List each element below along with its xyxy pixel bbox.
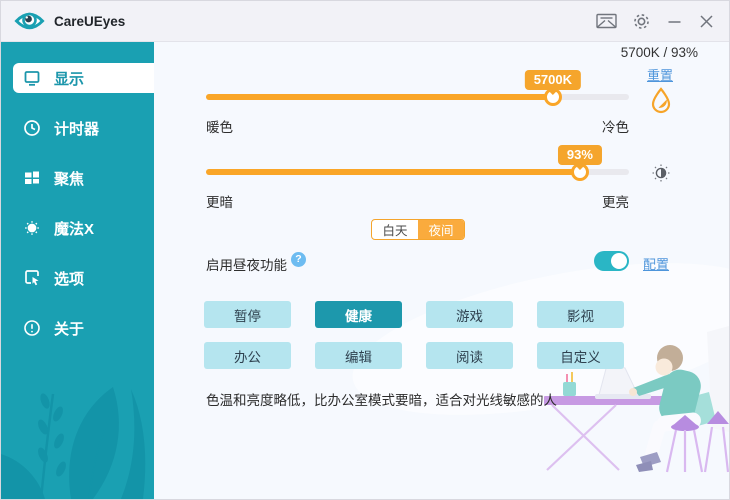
- darker-label: 更暗: [206, 195, 233, 210]
- sidebar-item-label: 计时器: [54, 120, 100, 138]
- desk-illustration: [544, 326, 729, 473]
- preset-edit[interactable]: 编辑: [315, 342, 402, 369]
- minimize-icon[interactable]: [666, 13, 683, 30]
- toggle-knob: [611, 253, 627, 269]
- preset-game[interactable]: 游戏: [426, 301, 513, 328]
- display-icon: [24, 71, 40, 86]
- titlebar-buttons: [596, 12, 729, 31]
- settings-gear-icon[interactable]: [632, 12, 651, 31]
- help-icon[interactable]: ?: [291, 252, 306, 267]
- sidebar-item-magic[interactable]: 魔法X: [13, 213, 154, 243]
- sidebar-item-label: 选项: [54, 270, 85, 288]
- preset-reading[interactable]: 阅读: [426, 342, 513, 369]
- timer-icon: [24, 120, 40, 136]
- temperature-labels: 暖色 冷色: [206, 116, 629, 136]
- sidebar-nav: 显示 计时器 聚焦: [1, 42, 154, 343]
- brighter-label: 更亮: [602, 195, 629, 210]
- options-cursor-icon: [25, 270, 39, 286]
- sidebar-item-label: 聚焦: [54, 170, 85, 188]
- preset-custom[interactable]: 自定义: [537, 342, 624, 369]
- about-icon: [24, 320, 40, 336]
- brightness-labels: 更暗 更亮: [206, 191, 629, 211]
- app-logo-eye-icon: [14, 9, 45, 33]
- focus-icon: [25, 171, 39, 184]
- sidebar-plant-decoration: [1, 387, 146, 499]
- night-tab[interactable]: 夜间: [418, 220, 464, 239]
- color-droplet-icon[interactable]: [648, 86, 674, 114]
- magic-sun-icon: [25, 221, 39, 235]
- temperature-value-badge: 5700K: [524, 70, 582, 95]
- preset-office[interactable]: 办公: [204, 342, 291, 369]
- brightness-slider[interactable]: 93%: [206, 145, 629, 181]
- sidebar-item-timer[interactable]: 计时器: [13, 113, 154, 143]
- config-link[interactable]: 配置: [643, 257, 670, 272]
- warm-label: 暖色: [206, 120, 233, 135]
- sidebar-item-options[interactable]: 选项: [13, 263, 154, 293]
- current-value-readout: 5700K / 93%: [620, 45, 698, 60]
- preset-pause[interactable]: 暂停: [204, 301, 291, 328]
- day-tab[interactable]: 白天: [382, 224, 408, 238]
- app-title: CareUEyes: [54, 13, 126, 29]
- close-icon[interactable]: [698, 13, 715, 30]
- brightness-value-badge: 93%: [557, 145, 602, 170]
- preset-health[interactable]: 健康: [315, 301, 402, 328]
- cold-label: 冷色: [602, 120, 629, 135]
- schedule-toggle[interactable]: [594, 251, 629, 271]
- brightness-slider-fill: [206, 169, 580, 175]
- preset-description: 色温和亮度略低，比办公室模式要暗，适合对光线敏感的人: [206, 393, 557, 408]
- reset-link[interactable]: 重置: [646, 68, 673, 83]
- sidebar-item-label: 魔法X: [54, 220, 95, 238]
- preset-grid: 暂停 健康 游戏 影视 办公 编辑 阅读 自定义: [204, 301, 624, 369]
- preset-movie[interactable]: 影视: [537, 301, 624, 328]
- sidebar-item-label: 显示: [54, 70, 85, 88]
- titlebar: CareUEyes: [1, 1, 729, 42]
- sidebar-item-display[interactable]: 显示: [13, 63, 154, 93]
- sidebar-item-label: 关于: [54, 320, 85, 338]
- mail-icon[interactable]: [596, 13, 617, 29]
- brightness-sun-icon: [652, 164, 670, 182]
- sidebar: 显示 计时器 聚焦: [1, 42, 154, 499]
- sidebar-item-focus[interactable]: 聚焦: [13, 163, 154, 193]
- sidebar-item-about[interactable]: 关于: [13, 313, 154, 343]
- temperature-slider[interactable]: 5700K: [206, 70, 629, 106]
- temperature-slider-fill: [206, 94, 553, 100]
- day-night-switcher: 白天 夜间: [371, 219, 465, 240]
- schedule-label: 启用昼夜功能: [206, 258, 287, 273]
- display-panel: 5700K / 93% 重置 5700K 暖色 冷色 93%: [154, 42, 729, 499]
